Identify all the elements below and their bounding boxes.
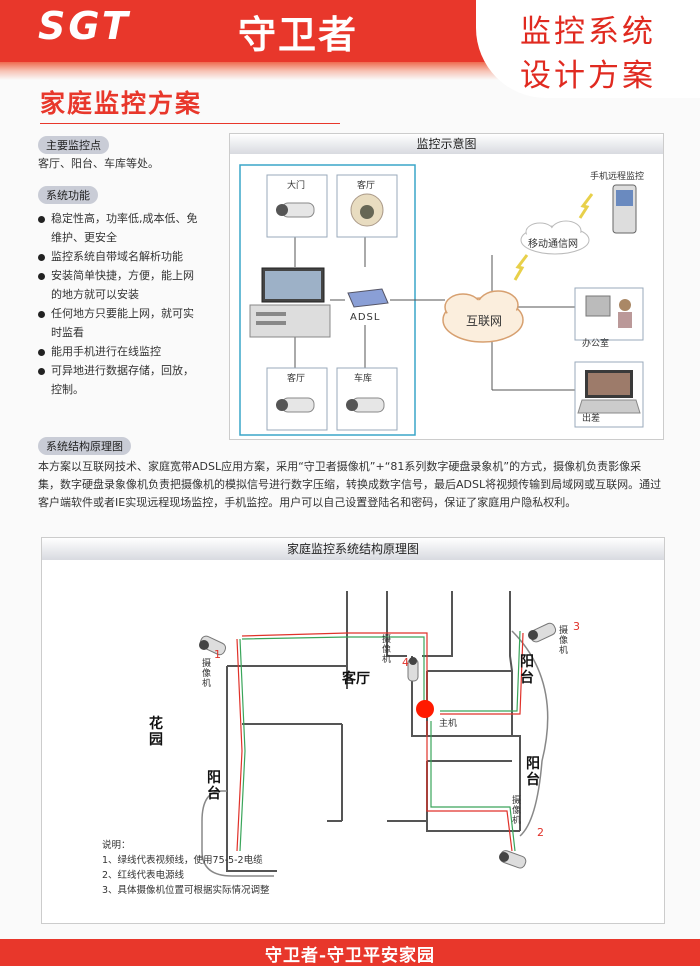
adsl-modem-icon [347, 288, 389, 308]
monitor-points-text: 客厅、阳台、车库等处。 [38, 157, 159, 170]
floorplan-notes: 说明： 1、绿线代表视频线，使用75-5-2电缆 2、红线代表电源线 3、具体摄… [102, 838, 270, 898]
structure-paragraph: 本方案以互联网技术、家庭宽带ADSL应用方案，采用“守卫者摄像机”+“81系列数… [38, 460, 662, 509]
camera-icon [346, 397, 385, 413]
camera-number-1: 1 [214, 648, 221, 661]
cam-garage-label: 车库 [354, 374, 373, 384]
host-icon [416, 700, 434, 718]
mobile-network-cloud-icon [520, 220, 590, 255]
camera-icon [407, 657, 419, 682]
lightning-icon [578, 193, 594, 219]
camera-label-3: 摄像机 [559, 626, 569, 656]
note-item: 3、具体摄像机位置可根据实际情况调整 [102, 885, 270, 896]
phone-label: 手机远程监控 [590, 172, 645, 182]
cam-living-bottom-label: 客厅 [287, 374, 306, 384]
lightning-icon [513, 254, 529, 281]
office-computer-icon [574, 287, 644, 341]
dome-camera-icon [350, 193, 384, 227]
schematic-title: 监控示意图 [230, 134, 663, 154]
header-title-box [476, 0, 700, 98]
schematic-diagram [239, 164, 644, 436]
notes-title: 说明： [102, 840, 131, 851]
laptop-icon [574, 361, 644, 428]
balcony-right-rail [511, 630, 549, 837]
cam-gate-label: 大门 [287, 181, 306, 191]
features-label: 系统功能 [38, 186, 98, 204]
office-label: 办公室 [582, 339, 610, 349]
mobile-net-label: 移动通信网 [528, 239, 578, 250]
video-power-lines [236, 630, 524, 852]
balcony-left-rail [201, 790, 274, 877]
footer-band [0, 939, 700, 966]
floorplan-panel: 家庭监控系统结构原理图 [41, 537, 665, 924]
balcony-right-bottom-label: 阳台 [526, 756, 540, 788]
dvr-monitor-icon [249, 267, 331, 338]
host-label: 主机 [439, 719, 458, 729]
camera-number-2: 2 [537, 826, 544, 839]
brand-name-cn: 守卫者 [238, 13, 359, 57]
monitor-points-label: 主要监控点 [38, 136, 109, 154]
bullet-icon [38, 272, 45, 280]
camera-icon [199, 635, 227, 656]
camera-number-3: 3 [573, 620, 580, 633]
living-room-label: 客厅 [342, 671, 370, 687]
adsl-label: ADSL [350, 312, 381, 323]
note-item: 2、红线代表电源线 [102, 870, 185, 881]
features-list: 稳定性高，功率低,成本低、免维护、更安全 监控系统自带域名解析功能 安装简单快捷… [38, 209, 228, 399]
bullet-icon [38, 348, 45, 356]
bullet-icon [38, 253, 45, 261]
header-title-line1: 监控系统 [520, 14, 656, 50]
garden-label: 花园 [149, 716, 163, 748]
page-title: 家庭监控方案 [40, 89, 203, 118]
footer-slogan: 守卫者-守卫平安家园 [264, 946, 436, 966]
note-item: 1、绿线代表视频线，使用75-5-2电缆 [102, 855, 263, 866]
camera-number-4: 4 [402, 656, 409, 669]
brand-logo: SGT [38, 4, 131, 48]
camera-icon [499, 850, 527, 869]
mobile-phone-icon [612, 184, 637, 234]
floorplan-diagram [199, 591, 557, 877]
camera-label-4: 摄像机 [382, 635, 392, 665]
feature-item: 可异地进行数据存储，回放，控制。 [38, 361, 228, 399]
feature-item: 能用手机进行在线监控 [38, 342, 228, 361]
feature-item: 安装简单快捷，方便，能上网的地方就可以安装 [38, 266, 228, 304]
balcony-left-label: 阳台 [207, 770, 221, 802]
title-underline [40, 123, 340, 124]
balcony-right-top-label: 阳台 [520, 654, 534, 686]
camera-icon [528, 622, 557, 643]
camera-icon [276, 202, 315, 218]
header-title-line2: 设计方案 [520, 58, 656, 94]
internet-cloud-icon [442, 290, 524, 343]
feature-item: 监控系统自带域名解析功能 [38, 247, 228, 266]
internet-label: 互联网 [466, 314, 503, 328]
structure-label: 系统结构原理图 [38, 437, 131, 455]
floorplan-title: 家庭监控系统结构原理图 [42, 538, 664, 560]
bullet-icon [38, 310, 45, 318]
bullet-icon [38, 215, 45, 223]
camera-label-2: 摄像机 [512, 796, 522, 826]
schematic-panel: 监控示意图 [229, 133, 664, 440]
feature-item: 任何地方只要能上网，就可实时监看 [38, 304, 228, 342]
feature-item: 稳定性高，功率低,成本低、免维护、更安全 [38, 209, 228, 247]
cam-living-top-label: 客厅 [357, 181, 376, 191]
camera-label-1: 摄像机 [202, 659, 212, 689]
bullet-icon [38, 367, 45, 375]
camera-icon [276, 397, 315, 413]
travel-label: 出差 [582, 414, 601, 424]
